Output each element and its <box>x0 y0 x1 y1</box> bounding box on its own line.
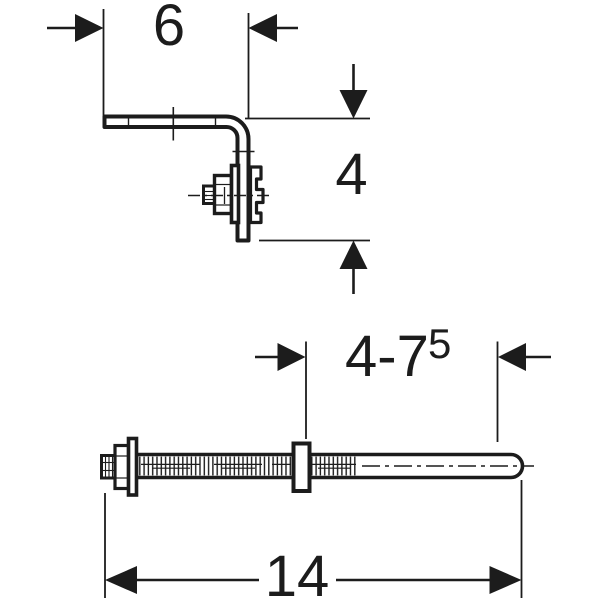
rod-end-stub-thread-lines <box>103 457 114 477</box>
mounting-clip <box>248 165 265 225</box>
width-dimension-arrows <box>47 14 298 42</box>
arrow-right-icon <box>489 566 522 594</box>
arrow-right-icon <box>277 343 306 371</box>
arrow-left-icon <box>248 14 277 42</box>
washer <box>229 163 241 225</box>
height-dimension-arrows <box>339 64 368 294</box>
length-dimension-arrows <box>105 566 522 594</box>
rod-square-nut <box>291 441 312 493</box>
length-dimension-extension-lines <box>104 480 523 598</box>
height-dimension-reference-lines <box>245 117 370 242</box>
angle-bracket <box>102 114 251 243</box>
rod-adjust-range-superscript: 5 <box>428 320 451 367</box>
thread-section-left <box>139 456 292 476</box>
rod-hex-nut-facet-lines <box>116 455 127 479</box>
arrow-right-icon <box>75 14 104 42</box>
bracket-segment-lines <box>127 117 217 127</box>
bracket-height-dimension-label: 4 <box>335 142 367 207</box>
bracket-width-dimension-label: 6 <box>153 0 185 58</box>
arrow-left-icon <box>498 343 526 371</box>
adjust-dimension-extension-lines <box>305 341 499 442</box>
rod-hex-nut <box>113 443 131 491</box>
thread-core-lines <box>141 463 356 469</box>
arrow-up-icon <box>339 240 368 269</box>
hex-nut-facet-lines <box>216 183 231 206</box>
adjust-dimension-arrows <box>255 343 551 371</box>
rod-adjust-range-label: 4-7 <box>345 324 429 389</box>
rod-washer <box>126 436 139 497</box>
thread-section-right <box>311 456 358 476</box>
arrow-left-icon <box>105 566 137 594</box>
width-dimension-extension-lines <box>102 9 250 118</box>
bolt-assembly <box>188 163 270 225</box>
hex-nut <box>212 173 234 216</box>
arrow-down-icon <box>339 90 368 119</box>
rod-length-dimension-label: 14 <box>265 544 330 600</box>
bracket-center-ticks <box>172 107 255 153</box>
